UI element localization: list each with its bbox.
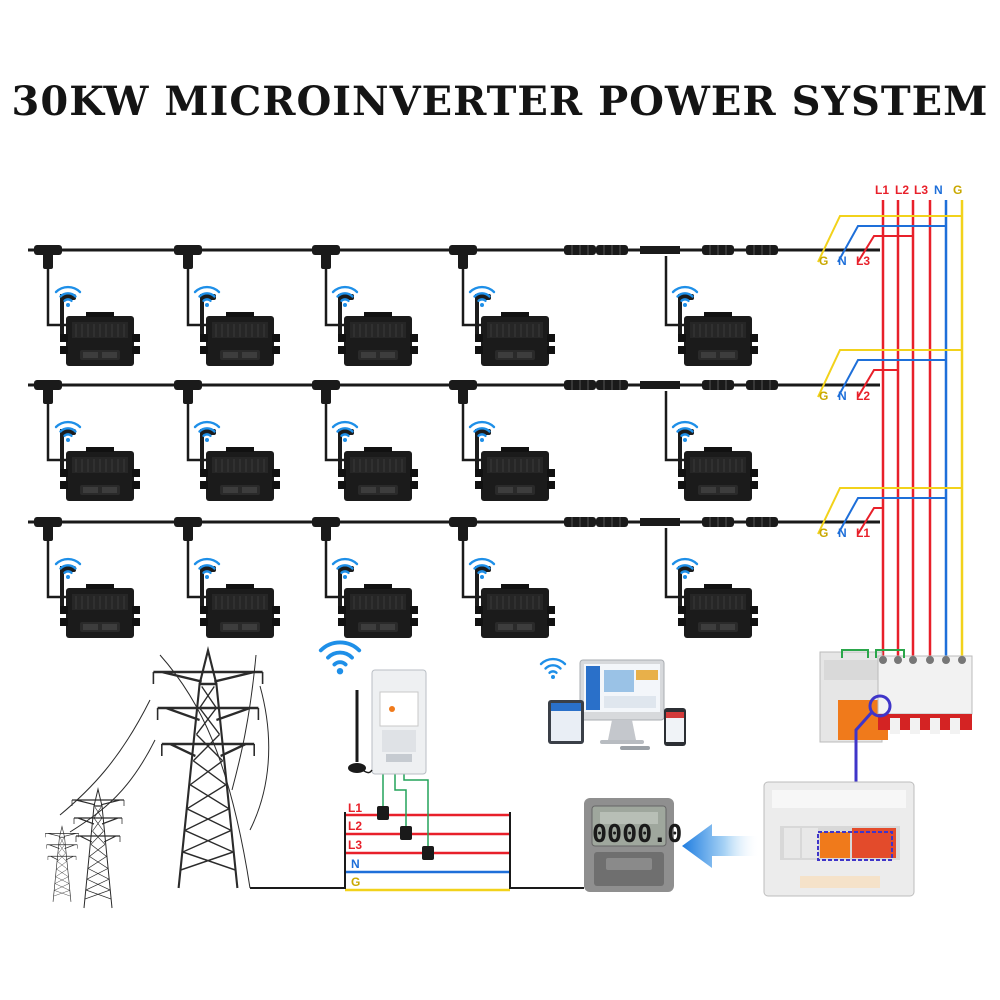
phase-label-n: N bbox=[838, 389, 847, 403]
grid-label-l2: L2 bbox=[348, 819, 362, 833]
phase-label-n: N bbox=[838, 254, 847, 268]
busbar-label-l1: L1 bbox=[875, 183, 889, 197]
busbars bbox=[881, 200, 964, 656]
grid-label-l1: L1 bbox=[348, 801, 362, 815]
wifi-icon bbox=[318, 640, 362, 677]
microinverter-icon bbox=[677, 565, 759, 639]
microinverter-icon bbox=[337, 428, 419, 502]
busbar-label-g: G bbox=[953, 183, 962, 197]
phase-label-line: L2 bbox=[856, 389, 870, 403]
phase-label-g: G bbox=[819, 254, 828, 268]
microinverter-icon bbox=[199, 293, 281, 367]
microinverter-icon bbox=[677, 428, 759, 502]
busbar-labels: L1 L2 L3 N G bbox=[875, 183, 962, 197]
grid-label-l3: L3 bbox=[348, 838, 362, 852]
monitoring-devices-icon bbox=[539, 657, 686, 750]
arrow-left-icon bbox=[682, 824, 760, 868]
microinverter-icon bbox=[337, 293, 419, 367]
microinverter-icon bbox=[199, 428, 281, 502]
inverter-row-2: G N L2 bbox=[28, 349, 962, 502]
phase-label-g: G bbox=[819, 526, 828, 540]
grid-label-g: G bbox=[351, 875, 360, 889]
microinverter-icon bbox=[337, 565, 419, 639]
page-title: 30KW MICROINVERTER POWER SYSTEM bbox=[11, 78, 989, 125]
ct-clamp-icon bbox=[377, 772, 434, 860]
inverter-row-3: G N L1 bbox=[28, 487, 962, 639]
busbar-label-n: N bbox=[934, 183, 943, 197]
smart-meter-icon bbox=[371, 669, 427, 775]
antenna-icon bbox=[348, 690, 373, 774]
busbar-label-l3: L3 bbox=[914, 183, 928, 197]
microinverter-icon bbox=[199, 565, 281, 639]
energy-meter-icon: 0000.0 bbox=[584, 798, 682, 892]
meter-reading: 0000.0 bbox=[592, 819, 682, 848]
microinverter-icon bbox=[474, 565, 556, 639]
microinverter-icon bbox=[59, 565, 141, 639]
inverter-row-1: G N L3 bbox=[28, 215, 962, 367]
phase-label-g: G bbox=[819, 389, 828, 403]
grid-bus: L1 L2 L3 N G bbox=[250, 801, 584, 892]
microinverter-icon bbox=[474, 293, 556, 367]
distribution-box-icon bbox=[763, 781, 915, 897]
transmission-tower-icon bbox=[44, 649, 270, 909]
grid-label-n: N bbox=[351, 857, 360, 871]
phase-label-line: L3 bbox=[856, 254, 870, 268]
microinverter-icon bbox=[474, 428, 556, 502]
microinverter-icon bbox=[59, 428, 141, 502]
phase-label-line: L1 bbox=[856, 526, 870, 540]
microinverter-icon bbox=[677, 293, 759, 367]
busbar-label-l2: L2 bbox=[895, 183, 909, 197]
phase-label-n: N bbox=[838, 526, 847, 540]
breaker-icon bbox=[819, 649, 973, 743]
microinverter-icon bbox=[59, 293, 141, 367]
